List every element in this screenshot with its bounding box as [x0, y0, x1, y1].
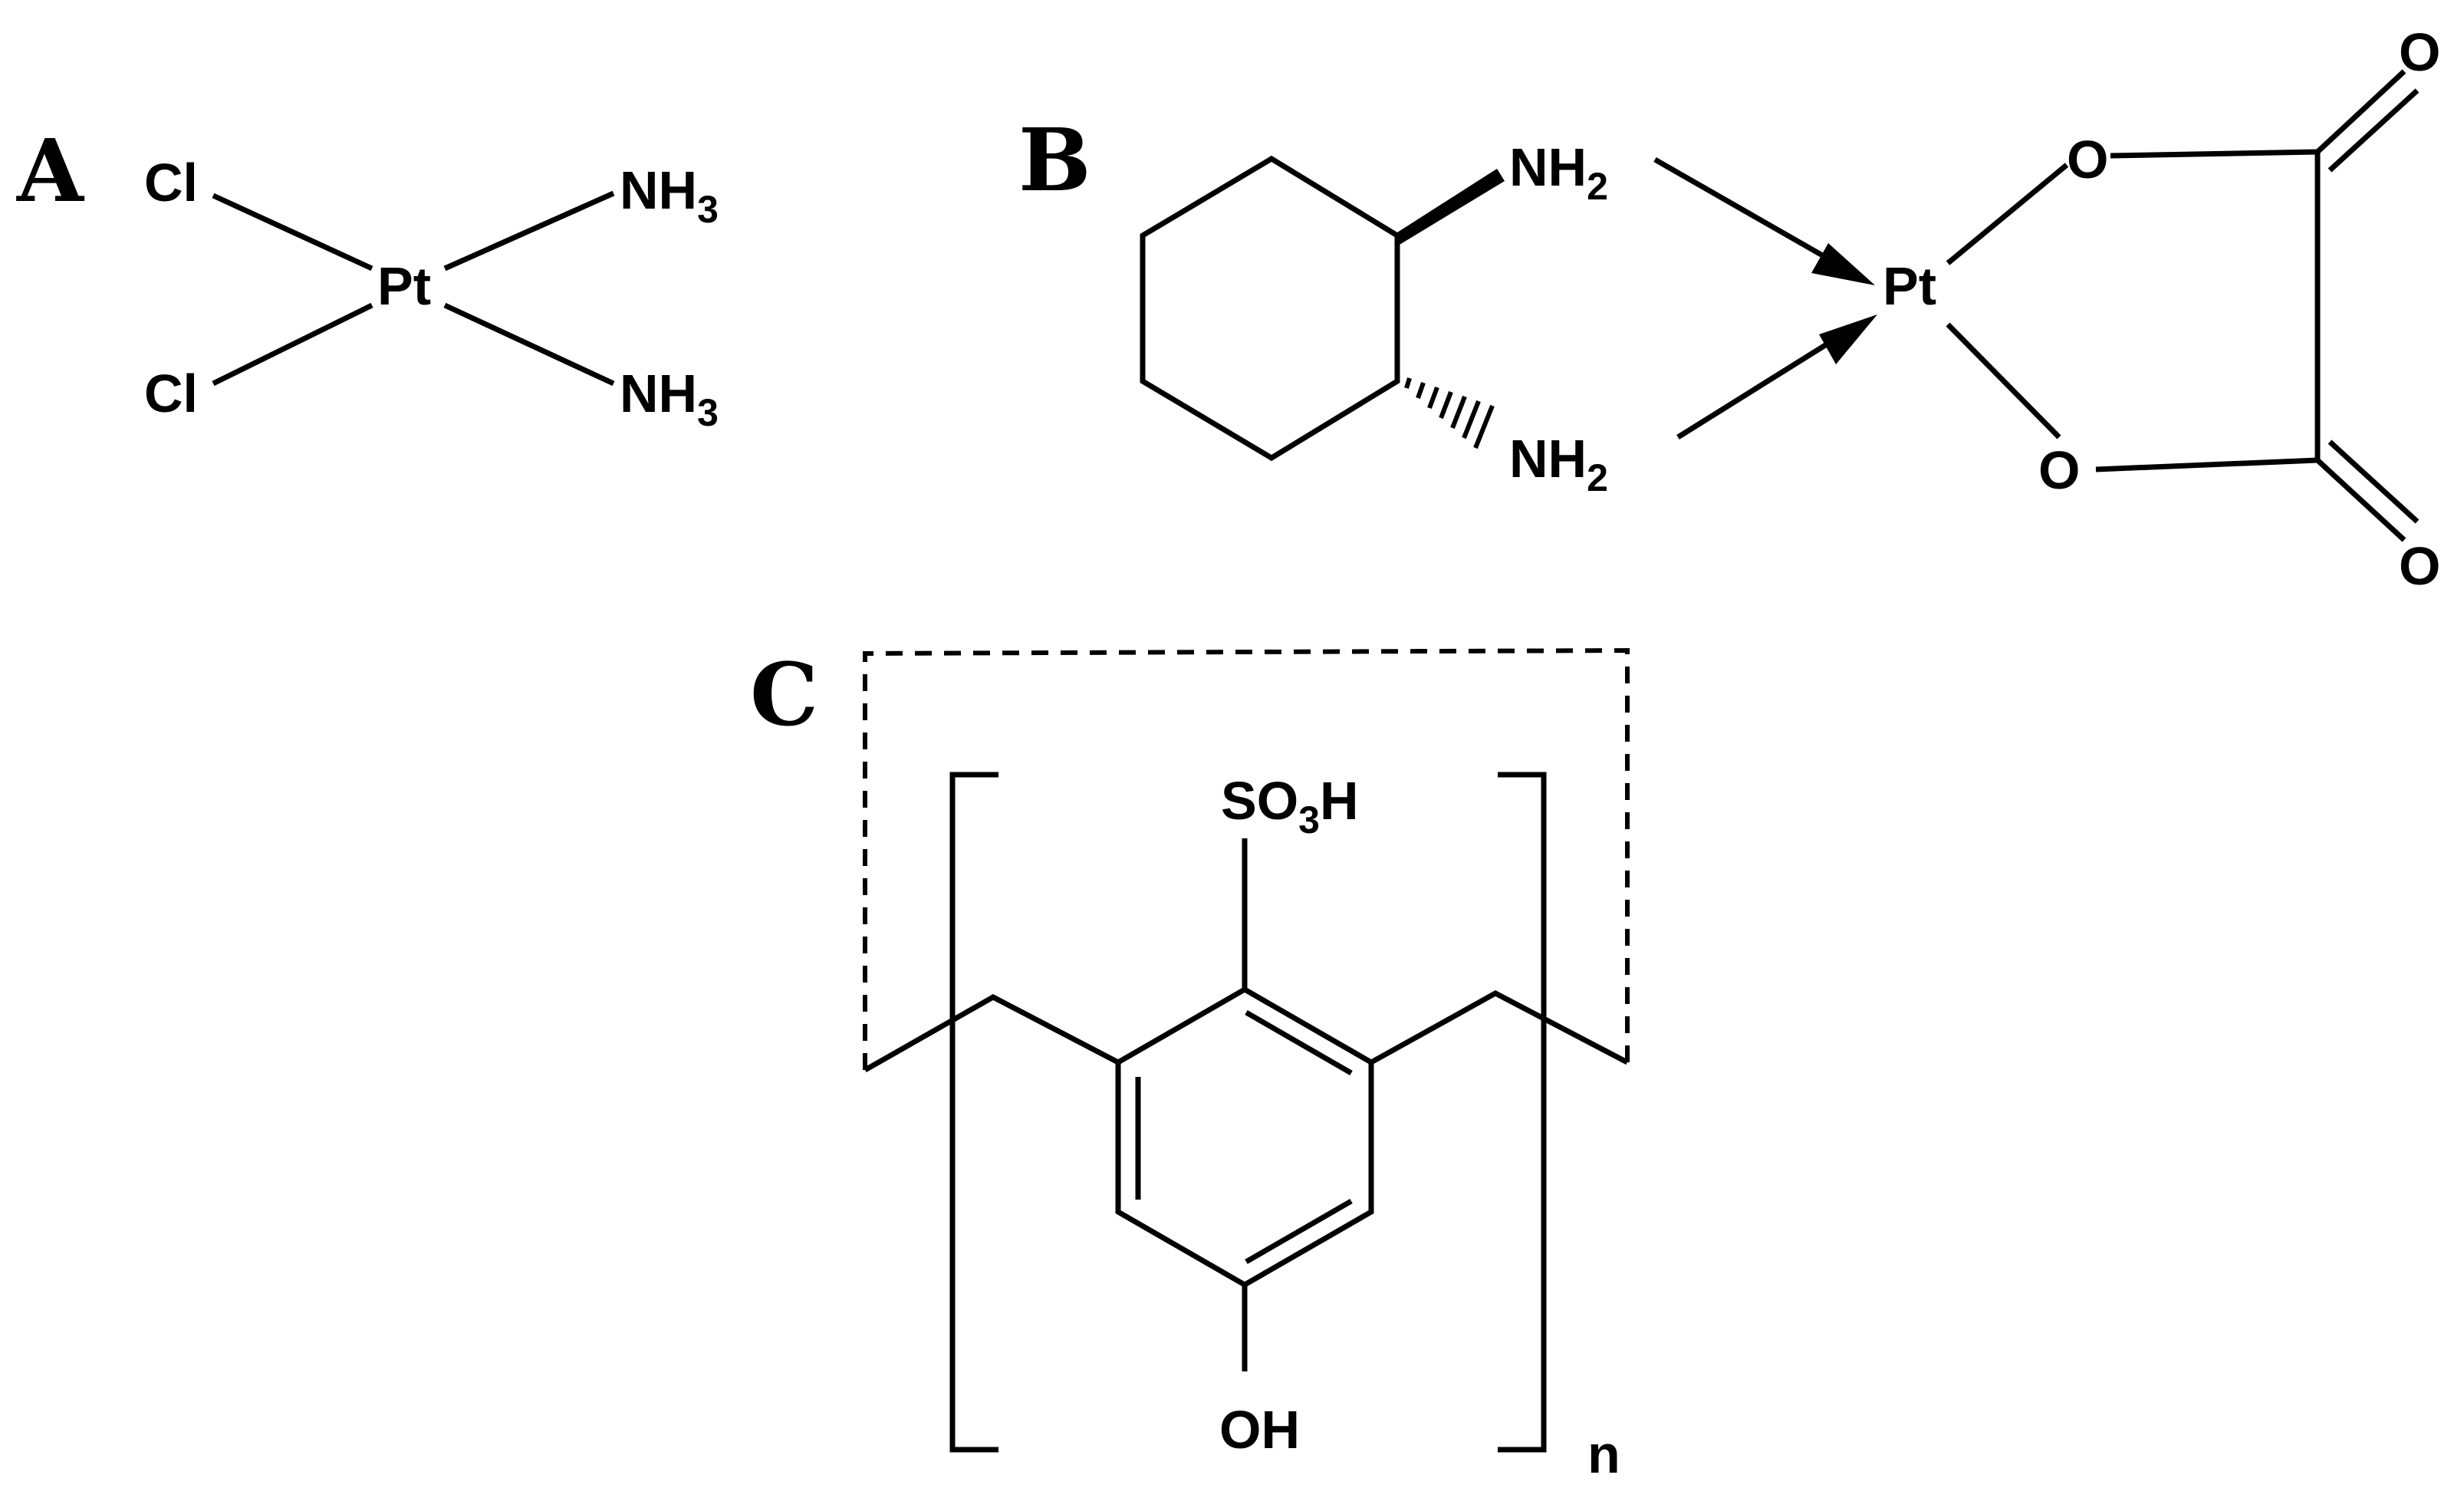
carbonyl-oxygen-top-atom: O	[2399, 22, 2440, 82]
bond-cl-pt-top	[212, 193, 373, 272]
coordination-arrow-bottom-shaft	[1676, 341, 1831, 439]
bond-pt-nh3-top	[443, 190, 615, 272]
bond-pt-o-bottom	[1946, 322, 2061, 439]
cl-bottom-atom: Cl	[144, 364, 198, 423]
methylene-bridge-left	[864, 994, 1120, 1073]
panel-b-label: B	[1018, 110, 1091, 211]
panel-c-label: C	[750, 645, 818, 746]
sulfonic-acid-group: SO3H	[1221, 771, 1359, 841]
carbonyl-oxygen-bottom-atom: O	[2399, 536, 2440, 596]
oxygen-bottom-atom: O	[2038, 440, 2080, 500]
double-bond-bottom-outer	[2315, 458, 2406, 542]
bond-pt-o-top	[1946, 163, 2069, 265]
wedge-bond-nh2-top	[1396, 169, 1505, 247]
macrocycle-closure-dashed	[863, 647, 1630, 1070]
panel-b-oxaliplatin: B NH2 NH2 Pt O O O O	[1018, 22, 2440, 596]
nh3-top-group: NH3	[620, 160, 719, 231]
oxygen-top-atom: O	[2067, 130, 2108, 189]
panel-c-sulfonatocalixarene: C SO3H OH n	[750, 645, 1630, 1484]
coordination-arrow-bottom-head	[1819, 314, 1877, 364]
bond-o-c-top	[2110, 149, 2318, 159]
panel-a-cisplatin: A Cl Cl Pt NH3 NH3	[16, 121, 719, 434]
aromatic-inner-bond-top-right	[1245, 1009, 1353, 1076]
nh3-bottom-group: NH3	[620, 364, 719, 434]
repeat-bracket-left	[949, 772, 998, 1453]
repeat-bracket-right	[1498, 772, 1547, 1453]
bond-o-c-bottom	[2095, 457, 2318, 472]
benzene-ring	[1115, 986, 1374, 1289]
coordination-arrow-top-head	[1811, 243, 1875, 285]
pt-atom-a: Pt	[377, 256, 431, 316]
bond-cl-pt-bottom	[212, 302, 373, 387]
nh2-top-group: NH2	[1509, 137, 1608, 208]
aromatic-inner-bond-bottom-right	[1245, 1198, 1353, 1265]
double-bond-bottom-inner	[2327, 439, 2420, 524]
methylene-bridge-right	[1370, 990, 1629, 1065]
double-bond-top-inner	[2327, 88, 2420, 173]
hydroxyl-group: OH	[1219, 1400, 1300, 1460]
pt-atom-b: Pt	[1883, 256, 1936, 316]
panel-a-label: A	[16, 121, 85, 222]
cl-top-atom: Cl	[144, 153, 198, 212]
nh2-bottom-group: NH2	[1509, 429, 1608, 499]
double-bond-top-outer	[2315, 69, 2406, 154]
hashed-bond-nh2-bottom	[1404, 377, 1495, 449]
coordination-arrow-top-shaft	[1653, 156, 1827, 260]
bond-pt-nh3-bottom	[443, 302, 615, 387]
repeat-index-n: n	[1587, 1424, 1620, 1484]
cyclohexane-ring	[1140, 155, 1400, 462]
